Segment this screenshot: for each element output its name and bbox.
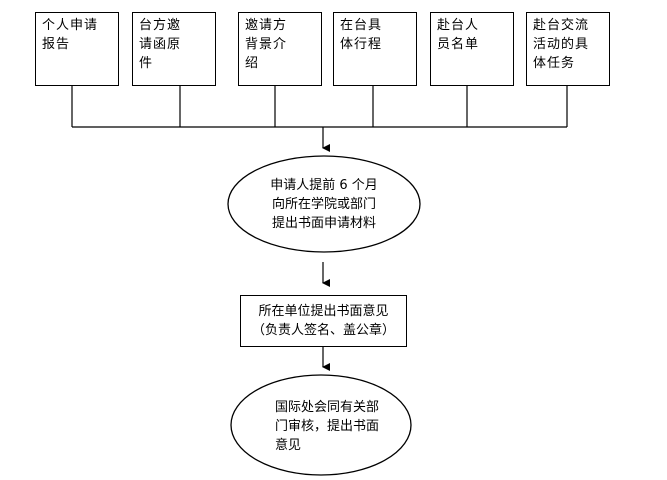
material-line: 赴台交流 <box>533 18 590 33</box>
material-line: 体任务 <box>533 56 576 71</box>
step3-text: 国际处会同有关部 门审核，提出书面 意见 <box>275 398 395 455</box>
material-line: 绍 <box>245 56 260 71</box>
material-line: 员名单 <box>437 37 480 52</box>
material-box-itinerary: 在台具 体行程 <box>333 12 417 86</box>
step3-line: 门审核，提出书面 <box>275 419 380 434</box>
material-line: 请函原 <box>139 37 182 52</box>
material-line: 体行程 <box>340 37 383 52</box>
material-box-personnel-list: 赴台人 员名单 <box>430 12 514 86</box>
step3-line: 国际处会同有关部 <box>275 400 380 415</box>
step2-box: 所在单位提出书面意见 （负责人签名、盖公章） <box>240 295 407 347</box>
material-box-personal-report: 个人申请 报告 <box>35 12 119 86</box>
step1-line: 申请人提前 6 个月 <box>270 178 378 193</box>
material-line: 邀请方 <box>245 18 288 33</box>
material-line: 件 <box>139 56 154 71</box>
material-line: 个人申请 <box>42 18 99 33</box>
material-line: 活动的具 <box>533 37 590 52</box>
material-line: 背景介 <box>245 37 288 52</box>
material-line: 报告 <box>42 37 71 52</box>
material-box-tasks: 赴台交流 活动的具 体任务 <box>526 12 610 86</box>
step1-line: 向所在学院或部门 <box>271 197 376 212</box>
step2-line: （负责人签名、盖公章） <box>251 323 395 338</box>
step1-line: 提出书面申请材料 <box>271 216 376 231</box>
material-line: 台方邀 <box>139 18 182 33</box>
material-box-invitation-letter: 台方邀 请函原 件 <box>132 12 216 86</box>
step1-ellipse <box>227 155 421 253</box>
step3-ellipse <box>230 374 412 476</box>
material-line: 赴台人 <box>437 18 480 33</box>
material-box-inviter-background: 邀请方 背景介 绍 <box>238 12 322 86</box>
step3-line: 意见 <box>275 438 302 453</box>
material-line: 在台具 <box>340 18 383 33</box>
step1-text: 申请人提前 6 个月 向所在学院或部门 提出书面申请材料 <box>254 176 394 233</box>
step2-line: 所在单位提出书面意见 <box>258 304 389 319</box>
